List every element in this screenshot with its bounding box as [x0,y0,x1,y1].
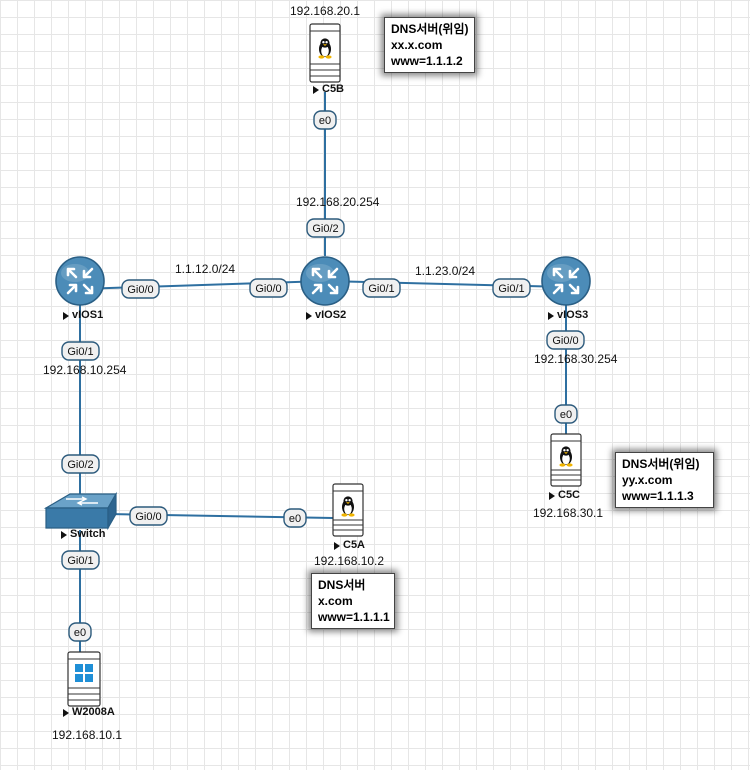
note-c5b-dns: DNS서버(위임) xx.x.com www=1.1.1.2 [384,17,475,73]
play-icon [63,312,69,320]
ip-label-vios2: 192.168.20.254 [296,195,380,209]
link-vios1-vios2 [79,280,326,290]
note-line: DNS서버 [318,578,366,592]
play-icon [306,312,312,320]
node-name-c5a: C5A [343,539,366,551]
port-label: Gi0/1 [67,346,93,358]
port-badge-vios2-gi02[interactable]: Gi0/2 [306,218,345,238]
port-label: e0 [319,115,331,127]
play-icon [548,312,554,320]
port-badge-switch-gi01[interactable]: Gi0/1 [61,550,100,570]
node-switch[interactable] [43,491,118,531]
node-c5c[interactable] [550,433,582,487]
port-label: e0 [560,409,572,421]
port-label: Gi0/0 [255,283,281,295]
linux-host-icon [332,483,364,537]
play-icon [313,86,319,94]
note-line: x.com [318,594,353,608]
port-label: e0 [289,513,301,525]
port-badge-switch-gi00[interactable]: Gi0/0 [129,506,168,526]
port-label: e0 [74,627,86,639]
port-badge-vios1-gi01[interactable]: Gi0/1 [61,341,100,361]
windows-icon [75,664,93,682]
network-label-23: 1.1.23.0/24 [415,264,476,278]
note-line: www=1.1.1.3 [622,489,694,503]
windows-host-icon [67,651,101,707]
node-name-vios2: vIOS2 [315,309,347,321]
port-badge-c5c-e0[interactable]: e0 [554,404,578,424]
ip-label-c5c: 192.168.30.1 [533,506,604,520]
port-label: Gi0/0 [127,284,153,296]
port-label: Gi0/1 [498,283,524,295]
node-name-switch: Switch [70,528,106,540]
node-vios3[interactable] [541,256,591,306]
port-label: Gi0/2 [67,459,93,471]
port-badge-w2008a-e0[interactable]: e0 [68,622,92,642]
node-name-c5b: C5B [322,83,345,95]
port-badge-c5a-e0[interactable]: e0 [283,508,307,528]
node-name-vios3: vIOS3 [557,309,589,321]
note-line: DNS서버(위임) [622,457,700,471]
ip-label-vios1: 192.168.10.254 [43,363,127,377]
port-badge-vios2-gi00[interactable]: Gi0/0 [249,278,288,298]
note-line: www=1.1.1.1 [318,610,390,624]
node-c5b[interactable] [309,23,341,83]
port-label: Gi0/0 [552,335,578,347]
network-label-12: 1.1.12.0/24 [175,262,236,276]
play-markers [61,86,555,717]
play-icon [549,492,555,500]
play-icon [61,531,67,539]
router-icon [300,256,350,306]
linux-host-icon [550,433,582,487]
router-icon [55,256,105,306]
ip-label-c5a: 192.168.10.2 [314,554,385,568]
port-badges: e0 Gi0/2 Gi0/0 Gi0/0 Gi0/1 Gi0/1 Gi0/1 [61,110,585,642]
switch-icon [43,491,118,531]
port-badge-vios3-gi01[interactable]: Gi0/1 [492,278,531,298]
ip-label-w2008a: 192.168.10.1 [52,728,123,742]
port-label: Gi0/0 [135,511,161,523]
port-badge-vios2-gi01[interactable]: Gi0/1 [362,278,401,298]
note-line: www=1.1.1.2 [391,54,463,68]
ip-label-c5b: 192.168.20.1 [290,4,361,18]
links [79,92,567,652]
play-icon [334,542,340,550]
port-badge-switch-gi02[interactable]: Gi0/2 [61,454,100,474]
node-c5a[interactable] [332,483,364,537]
node-name-w2008a: W2008A [72,706,115,718]
router-icon [541,256,591,306]
node-name-c5c: C5C [558,489,581,501]
note-line: xx.x.com [391,38,443,52]
node-vios2[interactable] [300,256,350,306]
port-label: Gi0/2 [312,223,338,235]
node-name-vios1: vIOS1 [72,309,104,321]
note-c5a-dns: DNS서버 x.com www=1.1.1.1 [311,573,395,629]
linux-host-icon [309,23,341,83]
note-c5c-dns: DNS서버(위임) yy.x.com www=1.1.1.3 [615,452,714,508]
port-badge-c5b-e0[interactable]: e0 [313,110,337,130]
port-label: Gi0/1 [67,555,93,567]
port-badge-vios1-gi00[interactable]: Gi0/0 [121,279,160,299]
play-icon [63,709,69,717]
note-line: yy.x.com [622,473,673,487]
note-line: DNS서버(위임) [391,22,469,36]
node-w2008a[interactable] [67,651,101,707]
port-label: Gi0/1 [368,283,394,295]
node-vios1[interactable] [55,256,105,306]
port-badge-vios3-gi00[interactable]: Gi0/0 [546,330,585,350]
ip-label-vios3: 192.168.30.254 [534,352,618,366]
